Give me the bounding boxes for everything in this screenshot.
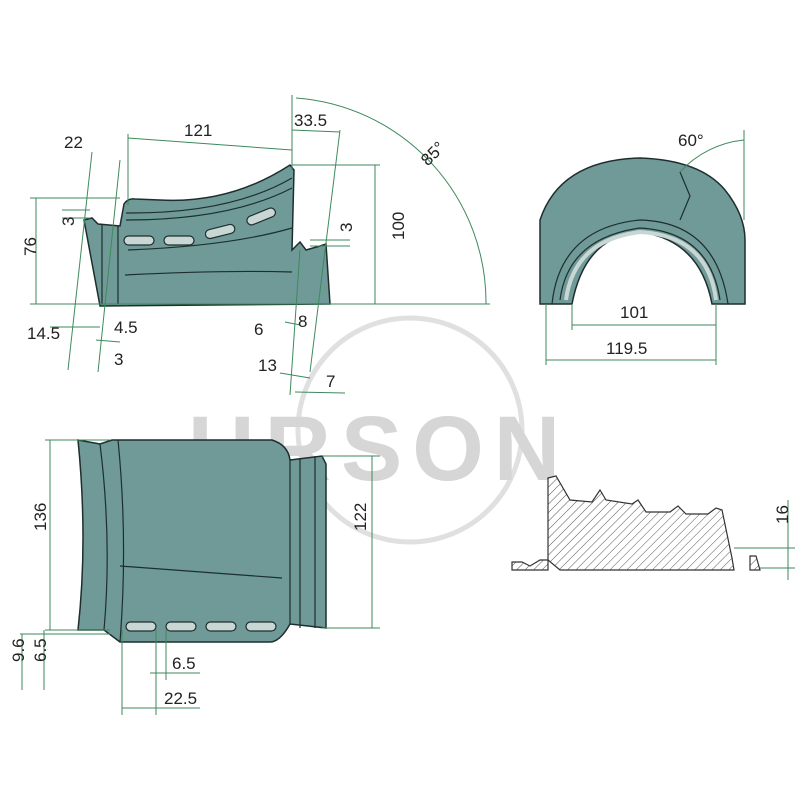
dim-thickness: 16: [773, 505, 792, 524]
dim-step-right: 3: [337, 223, 356, 232]
dim-outer-width: 119.5: [606, 339, 647, 358]
dim-inner-width: 101: [620, 303, 648, 322]
dim-bottom-g: 7: [326, 372, 335, 391]
dim-offset-b: 6.5: [31, 638, 50, 662]
dim-bottom-c: 3: [114, 350, 123, 369]
dim-top-height-left: 136: [31, 503, 50, 531]
dim-slot-offset: 22.5: [164, 689, 197, 708]
dim-angle: 85°: [417, 138, 449, 170]
dim-bottom-d: 6: [254, 320, 263, 339]
dim-top-left: 22: [64, 133, 83, 152]
top-view: 136 122 9.6 6.5 6.5 22.5: [9, 439, 380, 715]
dim-bottom-b: 4.5: [114, 318, 138, 337]
dim-bottom-e: 8: [298, 312, 307, 331]
dim-top-right: 33.5: [294, 111, 327, 130]
dim-bottom-f: 13: [258, 356, 277, 375]
dim-top-length: 121: [184, 121, 212, 140]
front-view: 60° 101 119.5: [539, 130, 746, 365]
dim-bottom-a: 14.5: [27, 324, 60, 343]
dim-offset-a: 9.6: [9, 638, 28, 662]
section-view: 16: [511, 475, 795, 580]
side-view: 22 121 33.5 85° 3 76 3 100 14.5 4.5 3 6 …: [21, 95, 490, 396]
dim-step-left: 3: [59, 217, 78, 226]
dim-slot-width: 6.5: [172, 654, 196, 673]
dim-front-angle: 60°: [678, 131, 704, 150]
dim-height-left: 76: [21, 237, 40, 256]
dim-height-right: 100: [389, 212, 408, 240]
dim-top-height-right: 122: [351, 503, 370, 531]
